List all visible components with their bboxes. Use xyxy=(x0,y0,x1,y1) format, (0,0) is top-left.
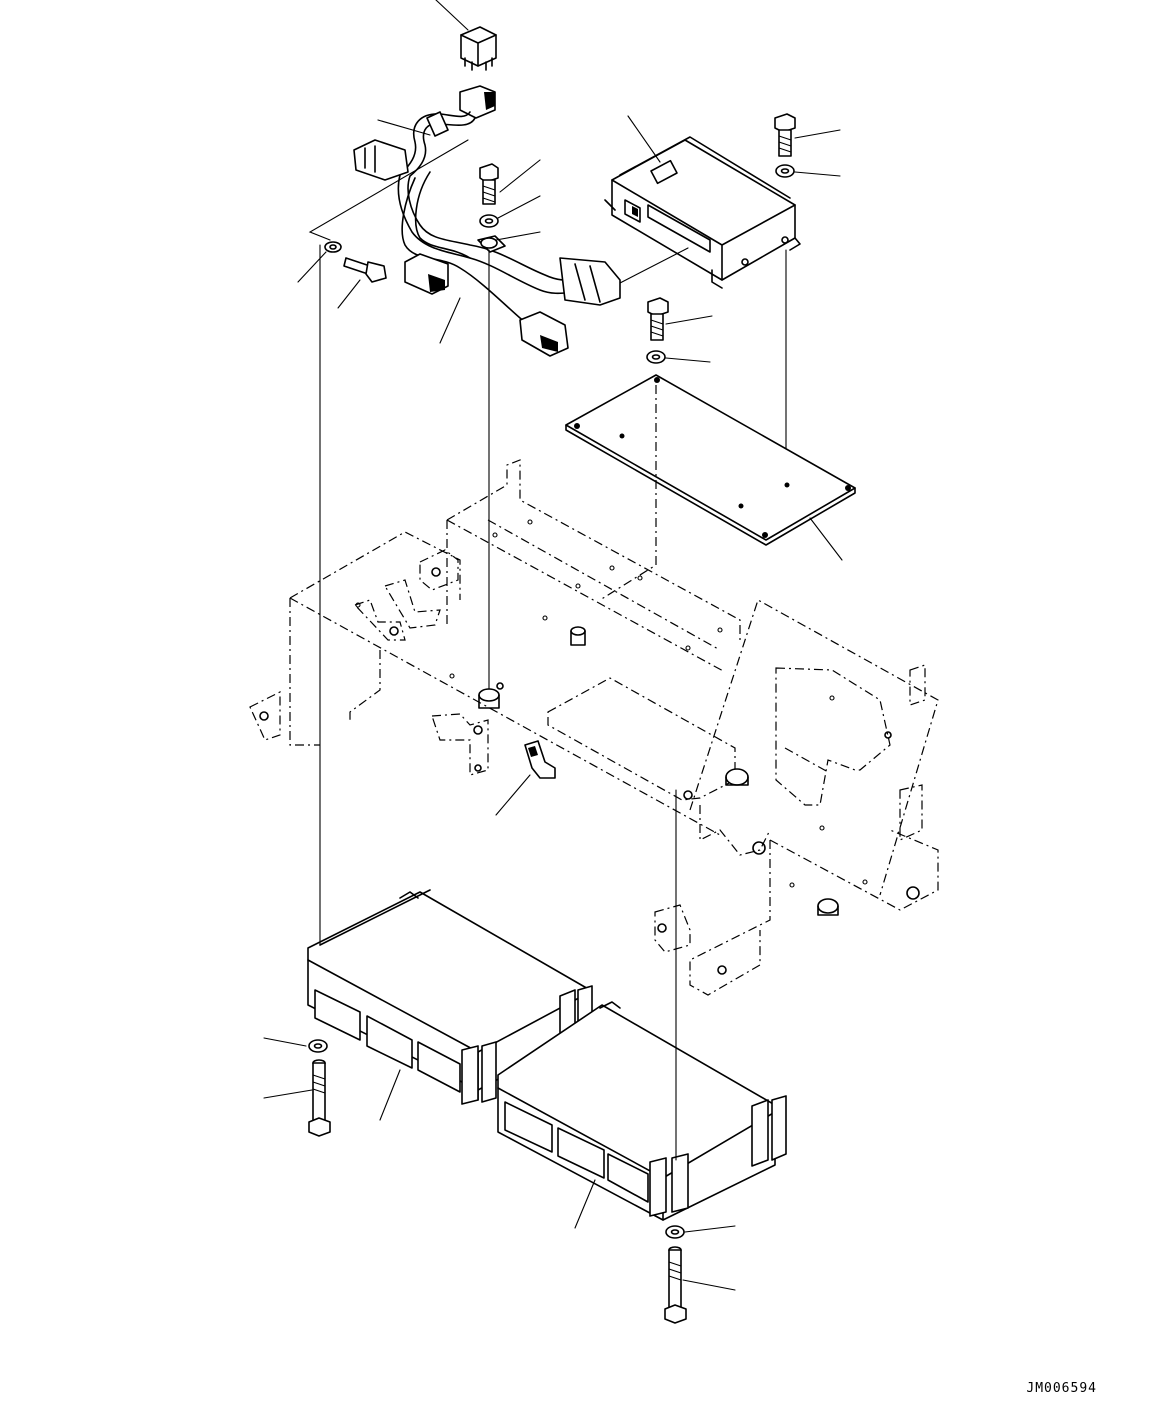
ecu-icon xyxy=(307,244,593,1121)
plate-icon xyxy=(565,374,856,561)
bolt-icon xyxy=(263,1059,331,1137)
washer-icon xyxy=(646,350,711,364)
washer-icon xyxy=(263,1037,328,1053)
relay-icon xyxy=(435,0,497,71)
bolt-icon xyxy=(479,159,541,205)
bolt-icon xyxy=(647,297,713,341)
bolt-icon xyxy=(337,257,387,309)
washer-icon xyxy=(479,195,541,228)
controller-icon xyxy=(604,115,801,289)
drawing-number: JM006594 xyxy=(1026,1381,1097,1396)
washer-icon xyxy=(480,231,541,249)
washer-icon xyxy=(665,1225,736,1239)
frame-icon xyxy=(249,459,939,996)
washer-icon xyxy=(297,241,342,283)
bolt-icon xyxy=(774,113,841,157)
ecu-icon xyxy=(497,789,787,1229)
bolt-icon xyxy=(664,1246,736,1324)
washer-icon xyxy=(775,164,841,178)
clip-icon xyxy=(495,740,556,816)
